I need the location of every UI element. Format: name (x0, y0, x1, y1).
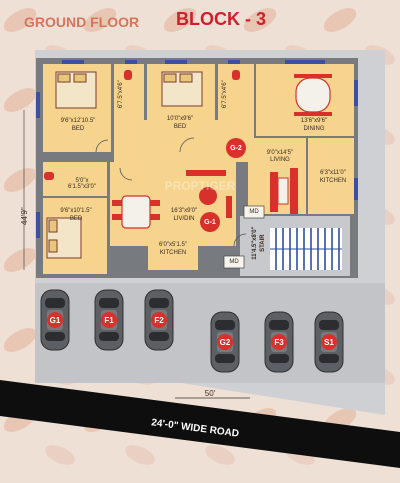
liv-din-size: 16'3"x9'0" (170, 208, 198, 214)
living-size: 9'0"x14'5" (266, 150, 294, 156)
bed-1-size: 9'6"x12'10.5" (60, 118, 96, 124)
dining-table-2 (121, 195, 151, 229)
stair-size: 11'4.5"x8'0" (251, 226, 258, 260)
bed-2-name: BED (173, 124, 187, 130)
car-label-g2: G2 (220, 338, 231, 347)
car-label-f3: F3 (274, 338, 284, 347)
toilet-1-size: 6'7.5"x4'6" (117, 80, 124, 109)
bed-3-name: BED (69, 216, 83, 222)
stair-name: STAIR (259, 234, 266, 252)
furniture-red (44, 70, 332, 220)
car-f3: F3 (264, 311, 294, 373)
liv-din-name: LIV/DIN (173, 216, 195, 222)
car-f2: F2 (144, 289, 174, 351)
room-kitchen-1 (308, 138, 354, 214)
windows (36, 60, 358, 238)
block-title: BLOCK - 3 (176, 9, 266, 29)
bed-1-name: BED (71, 126, 85, 132)
car-label-s1: S1 (324, 338, 334, 347)
marker-g1 (200, 212, 220, 232)
road (0, 380, 400, 468)
bed-furniture (46, 71, 203, 259)
marker-g2 (226, 138, 246, 158)
md-label-2: MD (229, 259, 239, 265)
dining-name: DINING (303, 126, 325, 132)
center-table (277, 177, 289, 205)
door-swings (95, 137, 247, 247)
car-g2: G2 (210, 311, 240, 373)
kitchen-1-name: KITCHEN (319, 178, 347, 184)
car-label-g1: G1 (50, 316, 61, 325)
car-label-f1: F1 (104, 316, 114, 325)
toilet-2-size: 6'7.5"x4'6" (221, 80, 228, 109)
md-box-2 (223, 255, 245, 269)
g2-label: G-2 (230, 145, 242, 152)
dining-table (295, 77, 331, 113)
car-f1: F1 (94, 289, 124, 351)
road-dimension: 50' (204, 389, 216, 398)
room-kitchen-2 (148, 240, 198, 270)
coffee-table (199, 187, 217, 205)
toilet-3-size: 5'0"x 6'1.5"x3'0" (68, 178, 96, 191)
left-dimension: 44'9" (19, 207, 29, 226)
car-label-f2: F2 (154, 316, 164, 325)
watermark: PROPTIGER (164, 179, 236, 193)
car-s1: S1 (314, 311, 344, 373)
room-toilet-3 (43, 162, 107, 196)
kitchen-1-size: 6'3"x11'0" (320, 170, 346, 176)
md-label-1: MD (249, 209, 259, 215)
kitchen-2-size: 6'0"x5'1.5" (159, 242, 187, 248)
car-g1: G1 (40, 289, 70, 351)
kitchen-2-name: KITCHEN (159, 250, 187, 256)
living-name: LIVING (270, 157, 290, 163)
bed-3-size: 9'6"x10'1.5" (60, 208, 92, 214)
dining-size: 13'6"x9'6" (300, 118, 328, 124)
stair-steps (270, 228, 342, 270)
floor-title: GROUND FLOOR (24, 14, 140, 30)
g1-label: G-1 (204, 219, 216, 226)
md-box-1 (243, 205, 265, 219)
bed-2-size: 10'0"x9'6" (166, 116, 194, 122)
